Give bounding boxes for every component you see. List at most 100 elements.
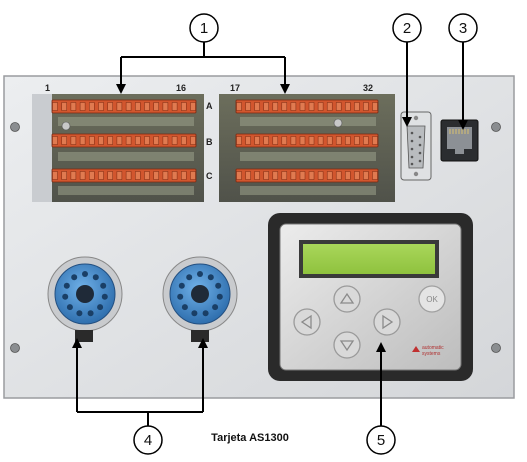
terminal-pin: [99, 172, 104, 180]
terminal-pin: [71, 172, 76, 180]
terminal-pin: [291, 172, 296, 180]
brand-sub: systems: [422, 351, 441, 357]
socket-pin: [179, 283, 185, 289]
terminal-pin: [154, 172, 159, 180]
screw-bottom-left: [11, 344, 20, 353]
terminal-pin: [172, 137, 177, 145]
terminal-pin: [309, 137, 314, 145]
socket-pin: [88, 310, 94, 316]
terminal-pin: [273, 172, 278, 180]
arrow-down-button: [334, 332, 360, 358]
screw-bottom-right: [492, 344, 501, 353]
terminal-pin: [246, 172, 251, 180]
terminal-pin: [154, 103, 159, 111]
row-label-c: C: [206, 171, 213, 181]
terminal-pin: [181, 103, 186, 111]
terminal-pin: [53, 137, 58, 145]
terminal-pin: [181, 137, 186, 145]
ok-button-label: OK: [426, 295, 438, 304]
terminal-pin: [80, 172, 85, 180]
socket-pin: [97, 304, 103, 310]
socket-pin: [212, 304, 218, 310]
terminal-pin: [71, 103, 76, 111]
socket-pin: [191, 310, 197, 316]
terminal-pin: [135, 137, 140, 145]
callout-3: 3: [449, 14, 477, 42]
terminal-pin: [354, 172, 359, 180]
ok-button: OK: [419, 286, 445, 312]
terminal-pin: [363, 137, 368, 145]
socket-pin: [71, 274, 77, 280]
terminal-pin: [282, 103, 287, 111]
terminal-pin: [89, 172, 94, 180]
terminal-pin: [163, 103, 168, 111]
terminal-pin: [80, 137, 85, 145]
arrow-up-button: [334, 286, 360, 312]
callout-4: 4: [134, 426, 162, 454]
socket-pin: [76, 310, 82, 316]
terminal-pin: [117, 172, 122, 180]
socket-pin: [102, 294, 108, 300]
row-label-b: B: [206, 137, 213, 147]
arrow-left-button: [294, 309, 320, 335]
terminal-number-16: 16: [176, 83, 186, 93]
svg-text:1: 1: [200, 20, 208, 37]
terminal-pin: [373, 137, 378, 145]
terminal-pin: [291, 137, 296, 145]
socket-pin: [82, 271, 88, 277]
terminal-pin: [318, 137, 323, 145]
svg-text:5: 5: [377, 432, 385, 449]
terminal-pin: [291, 103, 296, 111]
terminal-pin: [191, 137, 196, 145]
socket-pin: [177, 294, 183, 300]
terminal-pin: [117, 137, 122, 145]
terminal-pin: [108, 137, 113, 145]
terminal-pin: [145, 172, 150, 180]
terminal-pin: [163, 172, 168, 180]
socket-pin: [93, 274, 99, 280]
svg-text:3: 3: [459, 20, 467, 37]
socket-pin: [208, 274, 214, 280]
terminal-pin: [89, 137, 94, 145]
terminal-pin: [191, 103, 196, 111]
rj45-connector: [441, 120, 478, 161]
terminal-pin: [318, 103, 323, 111]
terminal-pin: [154, 137, 159, 145]
terminal-pin: [318, 172, 323, 180]
terminal-pin: [300, 172, 305, 180]
socket-pin: [197, 271, 203, 277]
terminal-pin: [135, 103, 140, 111]
terminal-pin: [273, 137, 278, 145]
keypad-display-module: OK automatic systems: [268, 213, 473, 381]
terminal-pin: [62, 172, 67, 180]
terminal-pin: [62, 103, 67, 111]
terminal-pin: [345, 172, 350, 180]
terminal-pin: [62, 137, 67, 145]
terminal-pin: [309, 103, 314, 111]
screw-top-right: [492, 123, 501, 132]
terminal-pin: [345, 103, 350, 111]
terminal-pin: [282, 172, 287, 180]
terminal-pin: [126, 103, 131, 111]
svg-text:2: 2: [403, 20, 411, 37]
terminal-pin: [309, 172, 314, 180]
callout-1: 1: [190, 14, 218, 42]
terminal-pin: [99, 137, 104, 145]
terminal-pin: [53, 172, 58, 180]
socket-pin: [67, 304, 73, 310]
terminal-pin: [373, 103, 378, 111]
terminal-pin: [117, 103, 122, 111]
terminal-pin: [135, 172, 140, 180]
socket-pin: [100, 283, 106, 289]
terminal-pin: [145, 137, 150, 145]
terminal-pin: [163, 137, 168, 145]
terminal-pin: [363, 103, 368, 111]
terminal-pin: [237, 103, 242, 111]
terminal-pin: [354, 137, 359, 145]
terminal-pin: [237, 172, 242, 180]
socket-pin: [215, 283, 221, 289]
socket-pin: [217, 294, 223, 300]
terminal-pin: [354, 103, 359, 111]
terminal-pin: [246, 137, 251, 145]
